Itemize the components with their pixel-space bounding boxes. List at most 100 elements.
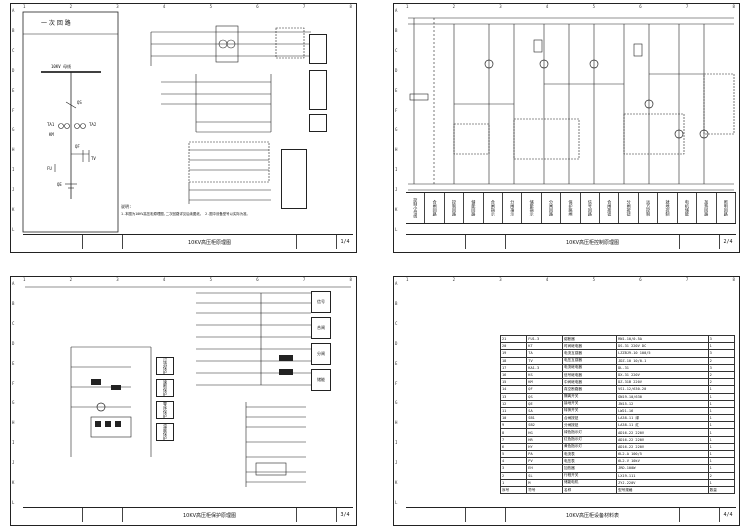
function-cell: 信号回路	[581, 193, 601, 223]
bom-cell: 序号	[499, 485, 528, 495]
bom-cell: 1	[707, 392, 736, 401]
schematic-lines	[25, 286, 351, 487]
bom-cell: 红色指示灯	[561, 435, 618, 444]
bom-cell: 电压表	[561, 457, 618, 466]
title-block: 10KV高压柜原理图 1/4	[23, 234, 353, 249]
bom-footer-row: 序号符号名称型号规格数量	[499, 485, 736, 495]
bom-cell: 时间继电器	[561, 342, 618, 351]
bom-cell: 隔离开关	[561, 392, 618, 401]
bom-cell: 绿色指示灯	[561, 428, 618, 437]
tb-revision	[406, 508, 466, 522]
function-cell: 分闸指示	[503, 193, 523, 223]
title-block: 10KV高压柜设备材料表 4/4	[406, 507, 736, 522]
bom-cell: PV	[526, 457, 563, 466]
tb-check	[680, 235, 720, 249]
bom-cell: KA1-3	[526, 363, 563, 372]
bom-cell: LW21-16	[616, 406, 709, 416]
panel-label-box-2	[309, 70, 327, 110]
label-qf: QF	[75, 144, 80, 149]
function-cell: 储能回路	[464, 193, 484, 223]
bom-cell: JDZ-10 10/0.1	[616, 356, 709, 365]
bom-cell: 15	[499, 378, 528, 387]
bom-cell: 2	[499, 471, 528, 480]
bom-cell: 合闸按钮	[561, 414, 618, 423]
bom-cell: 1	[707, 457, 736, 466]
bom-cell: 16	[499, 370, 528, 380]
function-cell: 保护跳闸	[561, 193, 581, 223]
bom-cell: 3	[707, 349, 736, 358]
bom-cell: 黄色指示灯	[561, 442, 618, 452]
bom-cell: 转换开关	[561, 406, 618, 416]
bom-cell: 5	[499, 449, 528, 459]
bom-cell: 名称	[561, 485, 618, 495]
bom-cell: 11	[499, 406, 528, 416]
bom-cell: 18	[499, 356, 528, 365]
label-qs: QS	[77, 100, 82, 105]
label-ta1: TA1	[47, 122, 55, 127]
bom-cell: 7	[499, 435, 528, 444]
bom-cell: 1	[707, 478, 736, 487]
function-cell: 照明回路	[717, 193, 736, 223]
bom-cell: 1	[707, 435, 736, 444]
bom-cell: AD16-22 220V	[616, 442, 709, 452]
signal-box-3: 分闸	[311, 343, 331, 365]
heading-primary-circuit: 一 次 回 路	[41, 20, 71, 27]
bom-cell: 6L2-A 100/5	[616, 449, 709, 459]
bom-cell: PA	[526, 449, 563, 459]
function-cell: 远方控制	[639, 193, 659, 223]
function-cell: 就地控制	[658, 193, 678, 223]
protection-box-2: 速断保护	[156, 379, 174, 397]
tb-check	[297, 235, 337, 249]
tb-check	[297, 508, 337, 522]
function-cell: 分闸按钮	[619, 193, 639, 223]
bom-cell: JRD-100W	[616, 464, 709, 473]
bom-cell: RN1-10/0.5A	[616, 334, 709, 344]
bom-cell: DL-31	[616, 363, 709, 372]
label-tv: TV	[91, 156, 96, 161]
bom-cell: LA38-11 绿	[616, 414, 709, 423]
schematic-lines	[408, 17, 735, 191]
bom-cell: 17	[499, 363, 528, 372]
function-cell: 分闸回路	[542, 193, 562, 223]
bom-cell: M	[526, 478, 563, 487]
bom-cell: TA	[526, 349, 563, 358]
bom-cell: 型号规格	[616, 485, 709, 495]
bom-cell: 熔断器	[561, 334, 618, 344]
bom-cell: 6	[499, 442, 528, 452]
function-cell: 控制小母线	[406, 193, 426, 223]
bom-cell: 8	[499, 428, 528, 437]
bom-cell: 1	[707, 428, 736, 437]
protection-box-3: 零序保护	[156, 401, 174, 419]
bom-cell: 3	[707, 363, 736, 372]
bom-cell: 1	[707, 421, 736, 430]
tb-title: 10KV高压柜保护原理图	[123, 508, 297, 522]
bom-cell: 储能电机	[561, 478, 618, 487]
bom-cell: 电流继电器	[561, 363, 618, 372]
panel-label-box-1	[309, 34, 327, 64]
bom-cell: HY	[526, 442, 563, 452]
bom-cell: QS	[526, 392, 563, 401]
bom-cell: LA38-11 红	[616, 421, 709, 430]
bom-cell: 10	[499, 414, 528, 423]
bom-cell: 电流表	[561, 449, 618, 459]
bom-cell: EH	[526, 464, 563, 473]
tb-design	[466, 235, 506, 249]
bom-cell: 3	[707, 334, 736, 344]
bom-cell: HR	[526, 435, 563, 444]
bom-cell: DX-31 220V	[616, 370, 709, 380]
tb-design	[83, 235, 123, 249]
